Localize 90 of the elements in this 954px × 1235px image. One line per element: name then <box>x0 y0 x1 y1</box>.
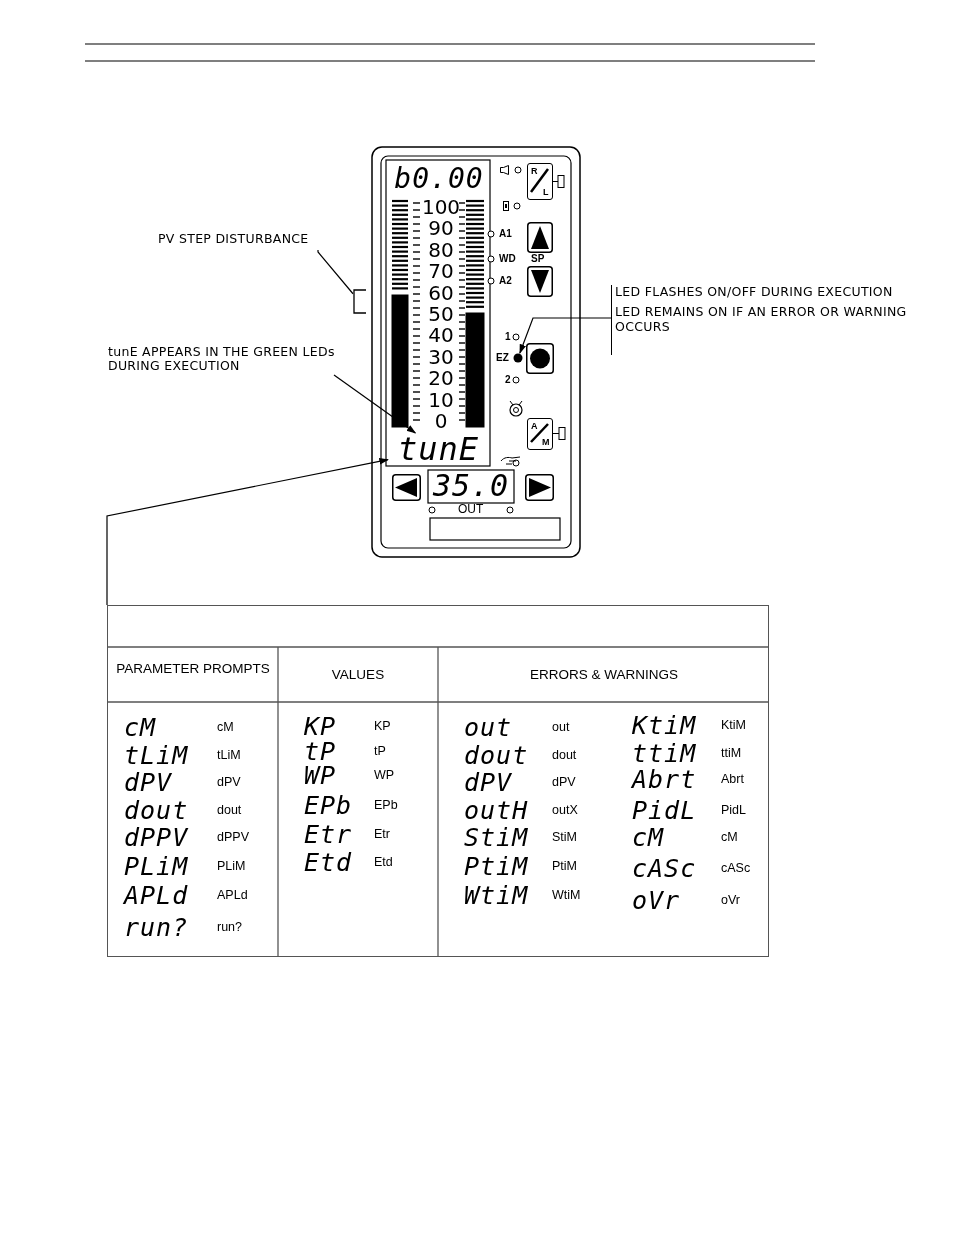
parameter-name: WtiM <box>552 888 581 903</box>
parameter-name: outX <box>552 803 578 818</box>
parameter-name: dout <box>552 748 577 763</box>
segment-code: dout <box>124 797 189 825</box>
parameter-name: oVr <box>721 893 740 908</box>
parameter-name: PtiM <box>552 859 577 874</box>
segment-code: dPPV <box>124 824 189 852</box>
parameter-name: PidL <box>721 803 747 818</box>
scale-value: 100 <box>421 197 461 218</box>
segment-code: Abrt <box>632 766 697 794</box>
segment-code: WtiM <box>464 882 529 910</box>
segment-code: PidL <box>632 797 697 825</box>
parameter-name: KP <box>374 719 391 734</box>
segment-code: cM <box>632 824 665 852</box>
parameter-name: tLiM <box>217 748 241 763</box>
segment-code: cASc <box>632 855 697 883</box>
segment-code: KP <box>304 713 337 741</box>
segment-code: outH <box>464 797 529 825</box>
segment-code: dPV <box>124 769 173 797</box>
segment-code: APLd <box>124 882 189 910</box>
parameter-name: Etr <box>374 827 390 842</box>
scale-value: 50 <box>427 304 455 325</box>
callout-note: LED FLASHES ON/OFF DURING EXECUTION <box>615 285 894 300</box>
key-label: SP <box>531 253 545 265</box>
parameter-name: dPV <box>217 775 241 790</box>
segment-code: KtiM <box>632 712 697 740</box>
segment-code: out <box>464 714 513 742</box>
parameter-name: APLd <box>217 888 248 903</box>
scale-value: 80 <box>427 239 455 261</box>
parameter-name: StiM <box>552 830 577 845</box>
scale-value: 10 <box>427 389 455 411</box>
key-button: R L <box>527 163 553 200</box>
segment-code: oVr <box>632 887 681 915</box>
leader-line <box>519 317 612 354</box>
callout-note: LED REMAINS ON IF AN ERROR OR WARNING OCCURS <box>615 305 908 335</box>
parameter-name: dout <box>217 803 242 818</box>
indicator-label: A2 <box>499 275 512 287</box>
parameter-name: cM <box>721 830 738 845</box>
scale-value: 60 <box>427 282 455 304</box>
parameter-name: PLiM <box>217 859 246 874</box>
tune-readout: tunE <box>388 433 489 466</box>
column-header: PARAMETER PROMPTS <box>115 661 271 677</box>
output-label: OUT <box>458 503 484 517</box>
leader-line <box>106 458 389 606</box>
segment-code: run? <box>124 914 189 942</box>
leader-line <box>317 249 354 295</box>
parameter-name: dPV <box>552 775 576 790</box>
key-button: A M <box>527 418 553 450</box>
segment-code: PLiM <box>124 853 189 881</box>
column-header: VALUES <box>330 667 386 683</box>
scale-value: 40 <box>427 325 455 347</box>
output-readout: 35.0 <box>431 469 511 504</box>
scale-value: 70 <box>427 261 455 283</box>
segment-code: Etr <box>304 821 353 849</box>
scale-value: 20 <box>427 368 455 390</box>
indicator-label: 2 <box>505 374 511 386</box>
parameter-name: run? <box>217 920 243 935</box>
parameter-name: cASc <box>721 861 751 876</box>
segment-code: tLiM <box>124 742 189 770</box>
segment-code: ttiM <box>632 740 697 768</box>
leader-line <box>333 374 417 434</box>
parameter-name: ttiM <box>721 746 742 761</box>
indicator-label: EZ <box>496 352 509 364</box>
parameter-name: tP <box>374 744 386 759</box>
scale-value: 0 <box>433 411 449 432</box>
indicator-label: A1 <box>499 228 512 240</box>
indicator-label: WD <box>499 253 516 265</box>
parameter-name: Etd <box>374 855 393 870</box>
parameter-name: cM <box>217 720 234 735</box>
segment-code: dPV <box>464 769 513 797</box>
segment-code: PtiM <box>464 853 529 881</box>
indicator-label: 1 <box>505 331 511 343</box>
segment-code: EPb <box>304 792 353 820</box>
parameter-name: KtiM <box>721 718 746 733</box>
scale-value: 90 <box>427 218 455 240</box>
segment-code: dout <box>464 742 529 770</box>
segment-code: cM <box>124 714 157 742</box>
segment-code: Etd <box>304 849 353 877</box>
parameter-name: WP <box>374 768 395 783</box>
parameter-name: out <box>552 720 570 735</box>
column-header: ERRORS & WARNINGS <box>529 667 679 683</box>
scale-value: 30 <box>427 346 455 368</box>
callout-note: PV STEP DISTURBANCE <box>158 232 310 247</box>
segment-code: StiM <box>464 824 529 852</box>
parameter-name: Abrt <box>721 772 744 787</box>
parameter-name: EPb <box>374 798 398 813</box>
table-frame <box>107 605 769 957</box>
parameter-name: dPPV <box>217 830 249 845</box>
callout-note: tunE APPEARS IN THE GREEN LEDs DURING EXECUTION <box>108 345 336 374</box>
process-readout: b0.00 <box>393 162 485 196</box>
